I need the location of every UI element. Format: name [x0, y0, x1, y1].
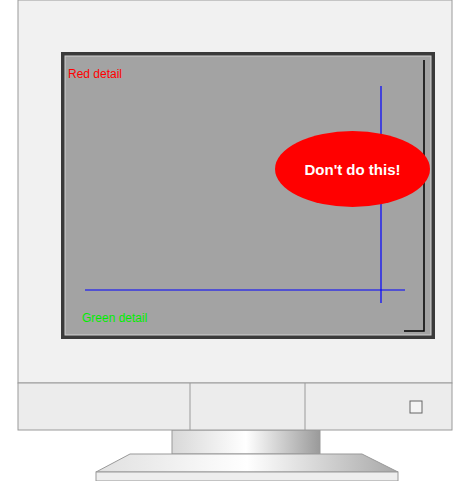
panel-divider: [190, 383, 191, 430]
monitor-base: [96, 454, 398, 472]
screen-label: Green detail: [82, 311, 147, 325]
panel-divider: [305, 383, 306, 430]
screen-label: Red detail: [68, 67, 122, 81]
monitor-bezel: [18, 0, 452, 383]
monitor-front-panel: [18, 383, 452, 430]
monitor-neck: [172, 430, 320, 454]
power-button: [410, 401, 422, 413]
monitor-base-front: [96, 472, 398, 481]
blue-horizontal-line: [85, 289, 405, 290]
warning-text: Don't do this!: [275, 131, 430, 207]
screen: [65, 56, 431, 335]
ellipse-fill: [275, 131, 430, 207]
warning-ellipse: Don't do this!: [275, 131, 430, 207]
screen-frame: [61, 52, 435, 339]
